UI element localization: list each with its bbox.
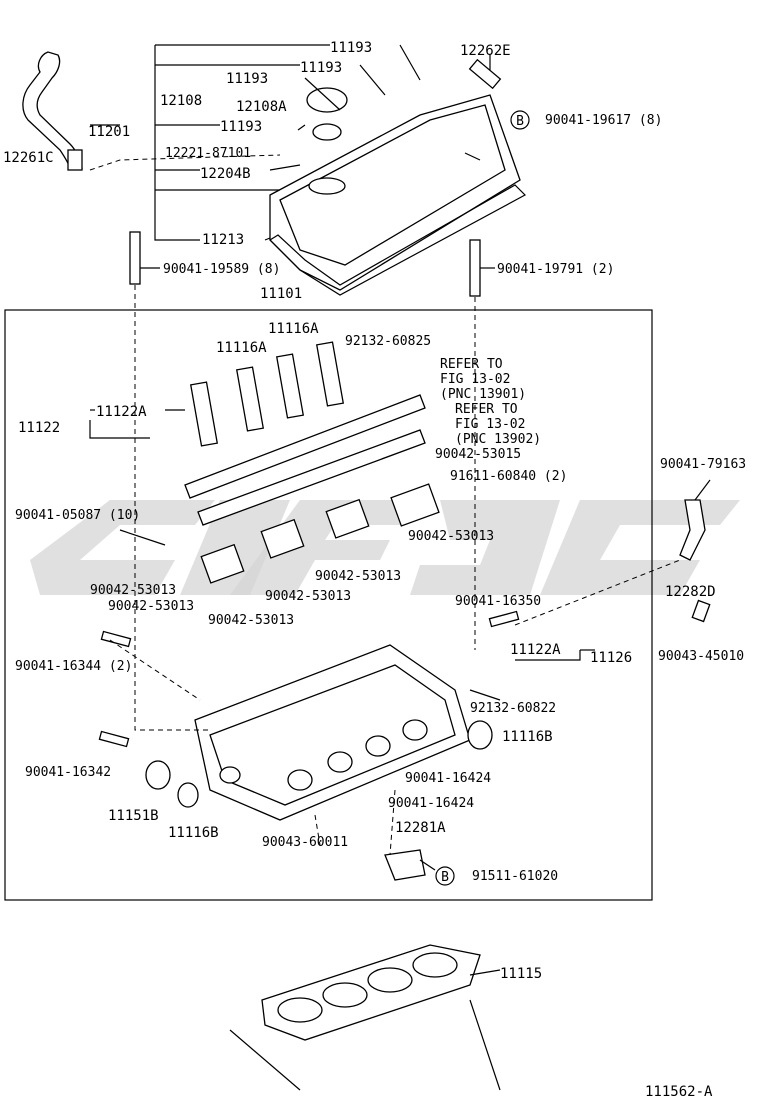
label-90042-53013-d: 90042-53013 [265,589,351,604]
label-11101: 11101 [260,286,302,302]
label-12221-87101: 12221-87101 [165,146,251,161]
label-90042-53013-c: 90042-53013 [90,583,176,598]
marker-b-bottom: B [435,866,455,886]
valve-cover [269,58,521,291]
label-92132-60822: 92132-60822 [470,701,556,716]
label-92132-60825: 92132-60825 [345,334,431,349]
cylinder-head [194,644,471,821]
label-90042-53013-a: 90042-53013 [408,529,494,544]
label-11213: 11213 [202,232,244,248]
cylinder-head-group-frame [4,309,653,901]
label-11115: 11115 [500,966,542,982]
label-11116B-b: 11116B [168,825,219,841]
label-90041-79163: 90041-79163 [660,457,746,472]
label-refer-1a: REFER TO [440,357,503,372]
label-11193-c: 11193 [226,71,268,87]
label-90041-16424-a: 90041-16424 [405,771,491,786]
marker-b-top: B [510,110,530,130]
label-refer-2b: FIG 13-02 [455,417,525,432]
valve-lifters [189,341,345,447]
label-91511-61020: 91511-61020 [472,869,558,884]
label-90041-16342: 90041-16342 [25,765,111,780]
diagram-id: 111562-A [645,1084,713,1100]
label-11122: 11122 [18,420,60,436]
label-90041-16424-b: 90041-16424 [388,796,474,811]
label-90041-19617: 90041-19617 (8) [545,113,662,128]
label-11122A-b: 11122A [510,642,561,658]
label-12262E: 12262E [460,43,511,59]
label-91611-60840: 91611-60840 (2) [450,469,567,484]
label-refer-1b: FIG 13-02 [440,372,510,387]
label-90041-05087: 90041-05087 (10) [15,508,140,523]
label-90041-16344: 90041-16344 (2) [15,659,132,674]
label-11193-b: 11193 [300,60,342,76]
label-90042-53013-f: 90042-53013 [208,613,294,628]
label-11201: 11201 [88,124,130,140]
engine-block-outline [229,999,501,1091]
svg-text:B: B [516,114,524,129]
label-90042-53013-b: 90042-53013 [315,569,401,584]
dashed-assembly-lines [89,154,681,856]
label-12204B: 12204B [200,166,251,182]
label-12108A: 12108A [236,99,287,115]
label-90042-53013-e: 90042-53013 [108,599,194,614]
label-90043-45010: 90043-45010 [658,649,744,664]
label-90041-19589: 90041-19589 (8) [163,262,280,277]
label-11151B: 11151B [108,808,159,824]
label-90041-16350: 90041-16350 [455,594,541,609]
label-90043-60011: 90043-60011 [262,835,348,850]
leader-lines [89,44,711,976]
label-refer-1c: (PNC 13901) [440,387,526,402]
label-90042-53015: 90042-53015 [435,447,521,462]
label-90041-19791: 90041-19791 (2) [497,262,614,277]
small-parts [98,483,711,881]
svg-text:B: B [441,870,449,885]
label-11193-a: 11193 [330,40,372,56]
label-12261C: 12261C [3,150,54,166]
label-11116A-b: 11116A [216,340,267,356]
cover-gasket [269,184,526,296]
label-11126: 11126 [590,650,632,666]
label-11193-d: 11193 [220,119,262,135]
head-gasket [261,944,481,1041]
label-12108: 12108 [160,93,202,109]
label-11116B-a: 11116B [502,729,553,745]
label-11116A-a: 11116A [268,321,319,337]
camshafts [184,394,426,526]
breather-hose [22,51,83,171]
label-refer-2c: (PNC 13902) [455,432,541,447]
label-12282D: 12282D [665,584,716,600]
label-11122A: 11122A [96,404,147,420]
label-refer-2a: REFER TO [455,402,518,417]
label-12281A: 12281A [395,820,446,836]
